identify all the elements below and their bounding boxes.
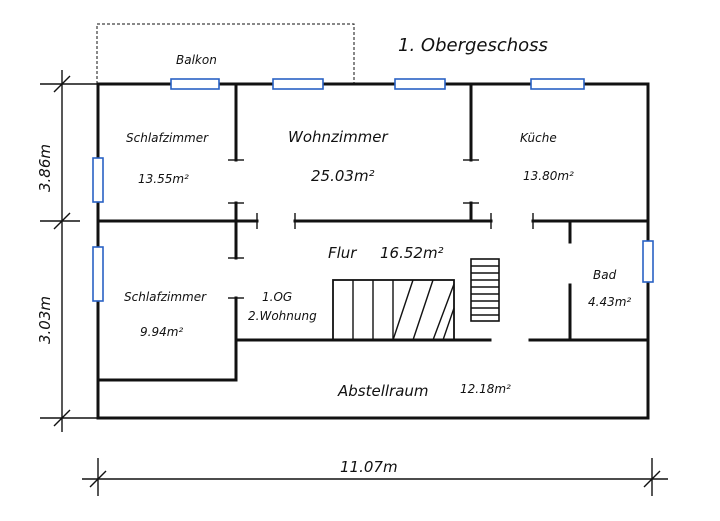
bath-area: 4.43m² xyxy=(588,295,631,309)
window xyxy=(530,78,585,90)
dim-lower-height: 3.03m xyxy=(36,296,54,344)
balcony-outline xyxy=(96,23,355,84)
windows xyxy=(92,78,654,302)
bedroom1-area: 13.55m² xyxy=(138,172,189,186)
kitchen-name: Küche xyxy=(520,131,557,145)
bedroom2-area: 9.94m² xyxy=(140,325,183,339)
hall-name: Flur xyxy=(328,244,357,262)
dim-width: 11.07m xyxy=(340,458,398,476)
window xyxy=(92,246,104,302)
bedroom2-name: Schlafzimmer xyxy=(124,290,207,304)
note-apartment: 2.Wohnung xyxy=(248,309,317,323)
interior-walls xyxy=(96,82,650,382)
window xyxy=(394,78,446,90)
living-name: Wohnzimmer xyxy=(288,128,389,146)
bedroom1-name: Schlafzimmer xyxy=(126,131,209,145)
balcony-label: Balkon xyxy=(176,53,217,67)
dimension-lines xyxy=(40,70,668,496)
storage-name: Abstellraum xyxy=(337,382,429,400)
window xyxy=(170,78,220,90)
hall-area: 16.52m² xyxy=(380,244,444,262)
window xyxy=(642,240,654,283)
bath-name: Bad xyxy=(593,268,617,282)
window xyxy=(92,157,104,203)
window xyxy=(272,78,324,90)
dim-upper-height: 3.86m xyxy=(36,144,54,192)
storage-area: 12.18m² xyxy=(460,382,511,396)
note-floor: 1.OG xyxy=(262,290,292,304)
attic-stair xyxy=(470,258,500,322)
kitchen-area: 13.80m² xyxy=(523,169,574,183)
staircase xyxy=(332,279,455,341)
living-area: 25.03m² xyxy=(311,167,375,185)
floor-title: 1. Obergeschoss xyxy=(398,35,548,56)
